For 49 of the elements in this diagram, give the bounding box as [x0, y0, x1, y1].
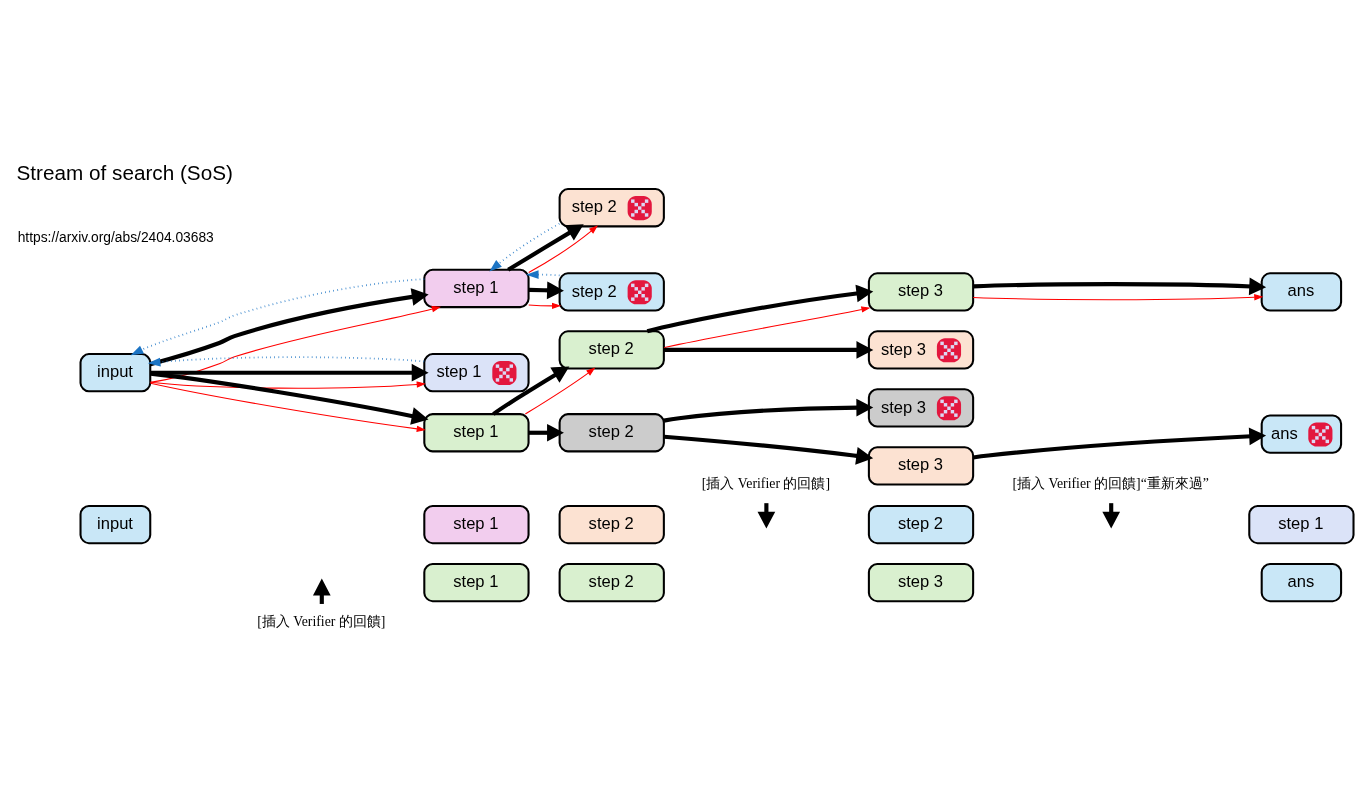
arrow — [528, 423, 564, 442]
node-box: step 2 — [558, 504, 665, 544]
node-box: step 3 — [867, 329, 975, 370]
arrow — [663, 434, 874, 465]
arrow — [150, 380, 426, 389]
node-box: ans — [1260, 413, 1343, 454]
node-box: step 1 — [423, 562, 530, 602]
node-box: input — [79, 504, 152, 544]
arrow — [524, 367, 596, 415]
node-box: step 2 — [558, 329, 665, 370]
arrow — [147, 355, 426, 366]
node-box: step 2 — [558, 562, 665, 602]
node-box: input — [79, 352, 152, 392]
arrow — [973, 426, 1267, 459]
arrow — [150, 363, 429, 382]
node-box: step 3 — [867, 445, 975, 486]
node-box: step 2 — [558, 187, 665, 227]
node-box: step 3 — [867, 271, 975, 312]
node-box: ans — [1260, 562, 1343, 602]
arrow — [150, 371, 429, 425]
node-box: step 1 — [423, 268, 530, 308]
diagram-title: Stream of search (SoS) — [16, 160, 233, 184]
arrow — [663, 305, 871, 348]
node-box: step 3 — [867, 562, 975, 602]
node-text: [插入 Verifier 的回饋] — [257, 613, 386, 629]
arrow — [973, 277, 1267, 295]
arrow — [149, 305, 441, 383]
node-box: step 2 — [558, 412, 665, 452]
arrow — [489, 222, 561, 271]
node-box: step 1 — [423, 412, 530, 452]
node-box: step 2 — [867, 504, 975, 544]
arrow — [528, 302, 562, 309]
arrow — [663, 398, 874, 423]
arrow — [150, 382, 426, 432]
node-box: step 1 — [423, 504, 530, 544]
node-box: step 2 — [558, 271, 665, 312]
arrow — [507, 223, 584, 271]
node-text: [插入 Verifier 的回饋] — [701, 475, 831, 491]
node-box: ans — [1260, 271, 1343, 312]
node-box: step 3 — [867, 387, 975, 428]
arrow — [528, 280, 564, 299]
arrow — [972, 293, 1264, 300]
node-box: step 1 — [423, 352, 530, 392]
label: https://arxiv.org/abs/2404.03683 — [17, 229, 214, 245]
arrow — [528, 224, 598, 273]
node-box: step 1 — [1248, 504, 1355, 544]
node-text: [插入 Verifier 的回饋]“重新來過” — [1012, 475, 1209, 491]
arrow — [149, 287, 429, 366]
arrow — [663, 340, 874, 359]
